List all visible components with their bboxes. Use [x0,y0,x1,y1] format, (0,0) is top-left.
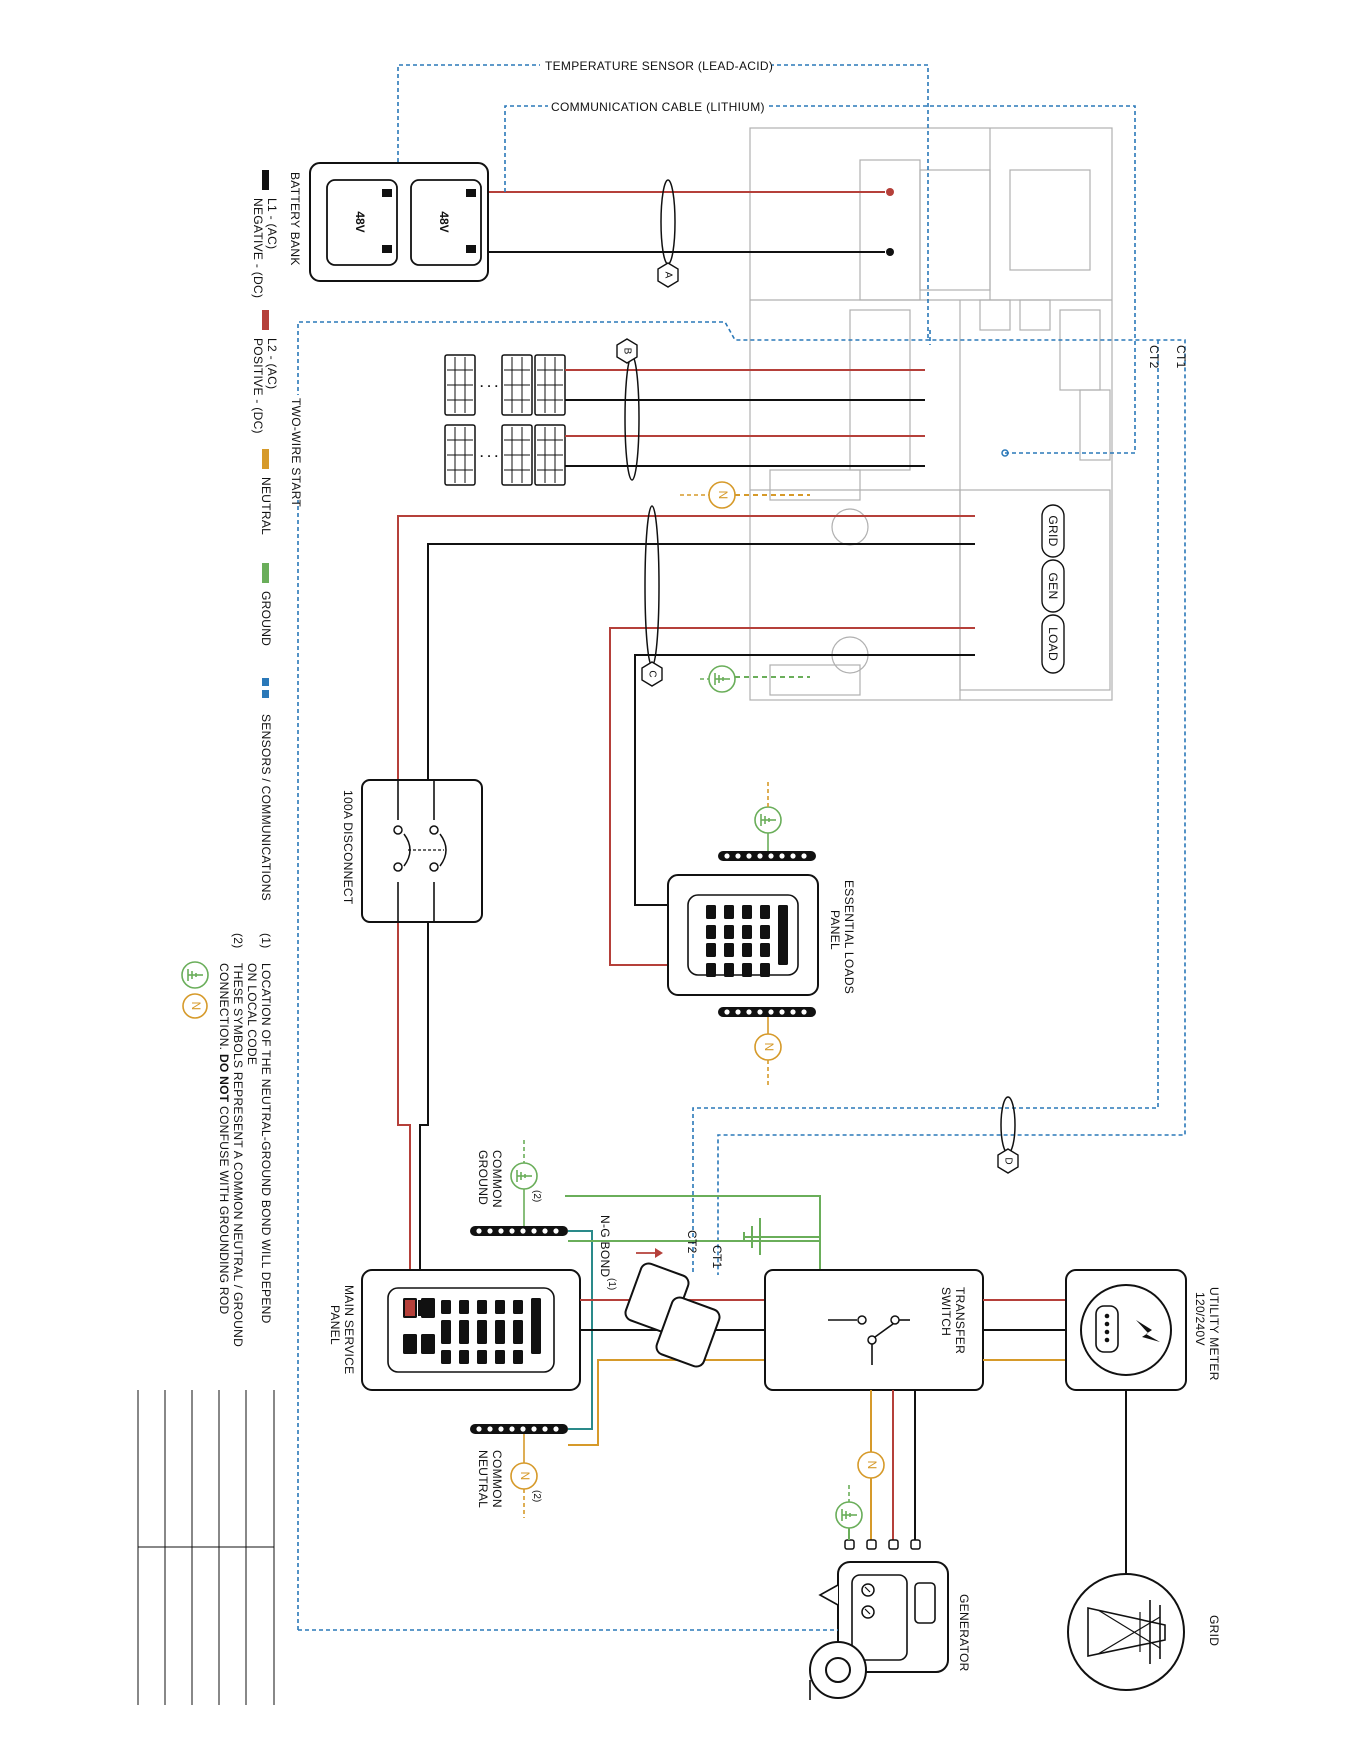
common-ground-ref: (2) [531,1190,542,1202]
ng-bond-label: N-G BOND [598,1215,612,1277]
disconnect-label: 100A DISCONNECT [341,790,355,905]
svg-text:N: N [189,1002,203,1011]
inverter-ports: GRID GEN LOAD [1041,504,1065,674]
legend-l1-line2: NEGATIVE - (DC) [251,198,265,298]
grid-label: GRID [1207,1615,1221,1646]
badge-c: C [641,661,663,687]
svg-text:A: A [662,272,673,279]
generator: GENERATOR [809,1561,971,1700]
pv-arrays: · · · · · · [444,354,925,486]
inverter-ground-symbol [700,665,736,693]
notes: (1) LOCATION OF THE NEUTRAL-GROUND BOND … [181,933,273,1347]
transfer-switch: TRANSFER SWITCH [764,1269,984,1391]
badge-a: A [657,262,679,288]
svg-text:N: N [865,1461,879,1470]
note-1-line1: LOCATION OF THE NEUTRAL-GROUND BOND WILL… [259,963,273,1324]
generator-ground-symbol [835,1485,863,1529]
battery-cell-1: 48V [353,211,367,232]
disconnect-100a: 100A DISCONNECT [341,779,483,923]
sensor-lines [297,64,1186,1630]
common-ground-bus: COMMON GROUND (2) [470,1140,568,1236]
port-grid-label: GRID [1046,515,1060,546]
main-panel-label-2: PANEL [328,1305,342,1345]
note-2-num: (2) [231,933,245,949]
port-gen-label: GEN [1046,573,1060,600]
svg-text:C: C [646,670,657,677]
badge-b: B [616,338,638,364]
note-1-line2: ON LOCAL CODE [245,963,259,1065]
ng-bond-ref: (1) [606,1278,617,1290]
legend-l2-line1: L2 - (AC) [265,338,279,389]
transfer-to-generator-wires [844,1390,921,1550]
utility-meter: UTILITY METER 120/240V [1065,1269,1221,1575]
ct-clamps: CT1 CT2 [624,1230,724,1368]
legend: L1 - (AC) NEGATIVE - (DC) L2 - (AC) POSI… [251,170,279,901]
inverter [749,127,1113,701]
common-neutral-ref: (2) [531,1490,542,1502]
utility-meter-label-2: 120/240V [1193,1292,1207,1346]
common-ground-label-1: COMMON [490,1150,504,1208]
common-neutral-bus: N COMMON NEUTRAL (2) [470,1424,568,1518]
svg-text:B: B [621,348,632,355]
main-panel-label-1: MAIN SERVICE [342,1285,356,1374]
title-block [137,1390,275,1705]
port-load-label: LOAD [1046,627,1060,661]
generator-neutral-symbol: N [857,1425,885,1479]
two-wire-start-label: TWO-WIRE START [289,398,303,507]
note-2-line2: CONNECTION. DO NOT CONFUSE WITH GROUNDIN… [217,963,231,1315]
temp-sensor-label: TEMPERATURE SENSOR (LEAD-ACID) [545,59,773,73]
ct1-label-bottom: CT1 [710,1245,724,1269]
essential-loads-label-1: ESSENTIAL LOADS [842,880,856,994]
ct2-label-top: CT2 [1147,345,1161,369]
battery-cell-2: 48V [437,211,451,232]
transfer-switch-label-2: SWITCH [939,1287,953,1336]
common-ground-label-2: GROUND [476,1150,490,1205]
svg-text:N: N [762,1043,776,1052]
svg-text:D: D [1002,1157,1013,1164]
inverter-ac-wires [397,494,975,1300]
legend-ground: GROUND [259,591,273,646]
svg-text:N: N [716,491,730,500]
battery-bank: 48V 48V BATTERY BANK [288,162,489,282]
ct2-label-bottom: CT2 [685,1230,699,1254]
grid-tower: GRID [1067,1573,1221,1691]
svg-text:· · ·: · · · [480,379,499,393]
svg-text:N: N [518,1472,532,1481]
cable-bundles [624,179,1016,1154]
disconnect-to-main [405,1300,428,1316]
battery-title: BATTERY BANK [288,172,302,266]
legend-sensor: SENSORS / COMMUNICATIONS [259,714,273,901]
inverter-neutral-symbol: N [680,481,736,509]
common-neutral-label-2: NEUTRAL [476,1450,490,1508]
inverter-battery-terminals [480,188,894,256]
comm-cable-label: COMMUNICATION CABLE (LITHIUM) [551,100,765,114]
transfer-to-meter-wires [983,1299,1066,1361]
common-neutral-label-1: COMMON [490,1450,504,1508]
ct1-label-top: CT1 [1174,345,1188,369]
generator-label: GENERATOR [957,1594,971,1672]
transfer-switch-label-1: TRANSFER [953,1287,967,1354]
note-1-num: (1) [259,933,273,949]
legend-l1-line1: L1 - (AC) [265,198,279,249]
utility-meter-label-1: UTILITY METER [1207,1287,1221,1381]
note-2-line1: THESE SYMBOLS REPRESENT A COMMON NEUTRAL… [231,963,245,1347]
badge-d: D [997,1148,1019,1174]
essential-loads-label-2: PANEL [828,910,842,950]
svg-text:· · ·: · · · [480,449,499,463]
legend-l2-line2: POSITIVE - (DC) [251,338,265,434]
main-service-panel: MAIN SERVICE PANEL [328,1269,581,1391]
legend-neutral: NEUTRAL [259,477,273,535]
essential-loads-panel: N ESSENTIAL LOADS PANEL [667,782,856,1085]
